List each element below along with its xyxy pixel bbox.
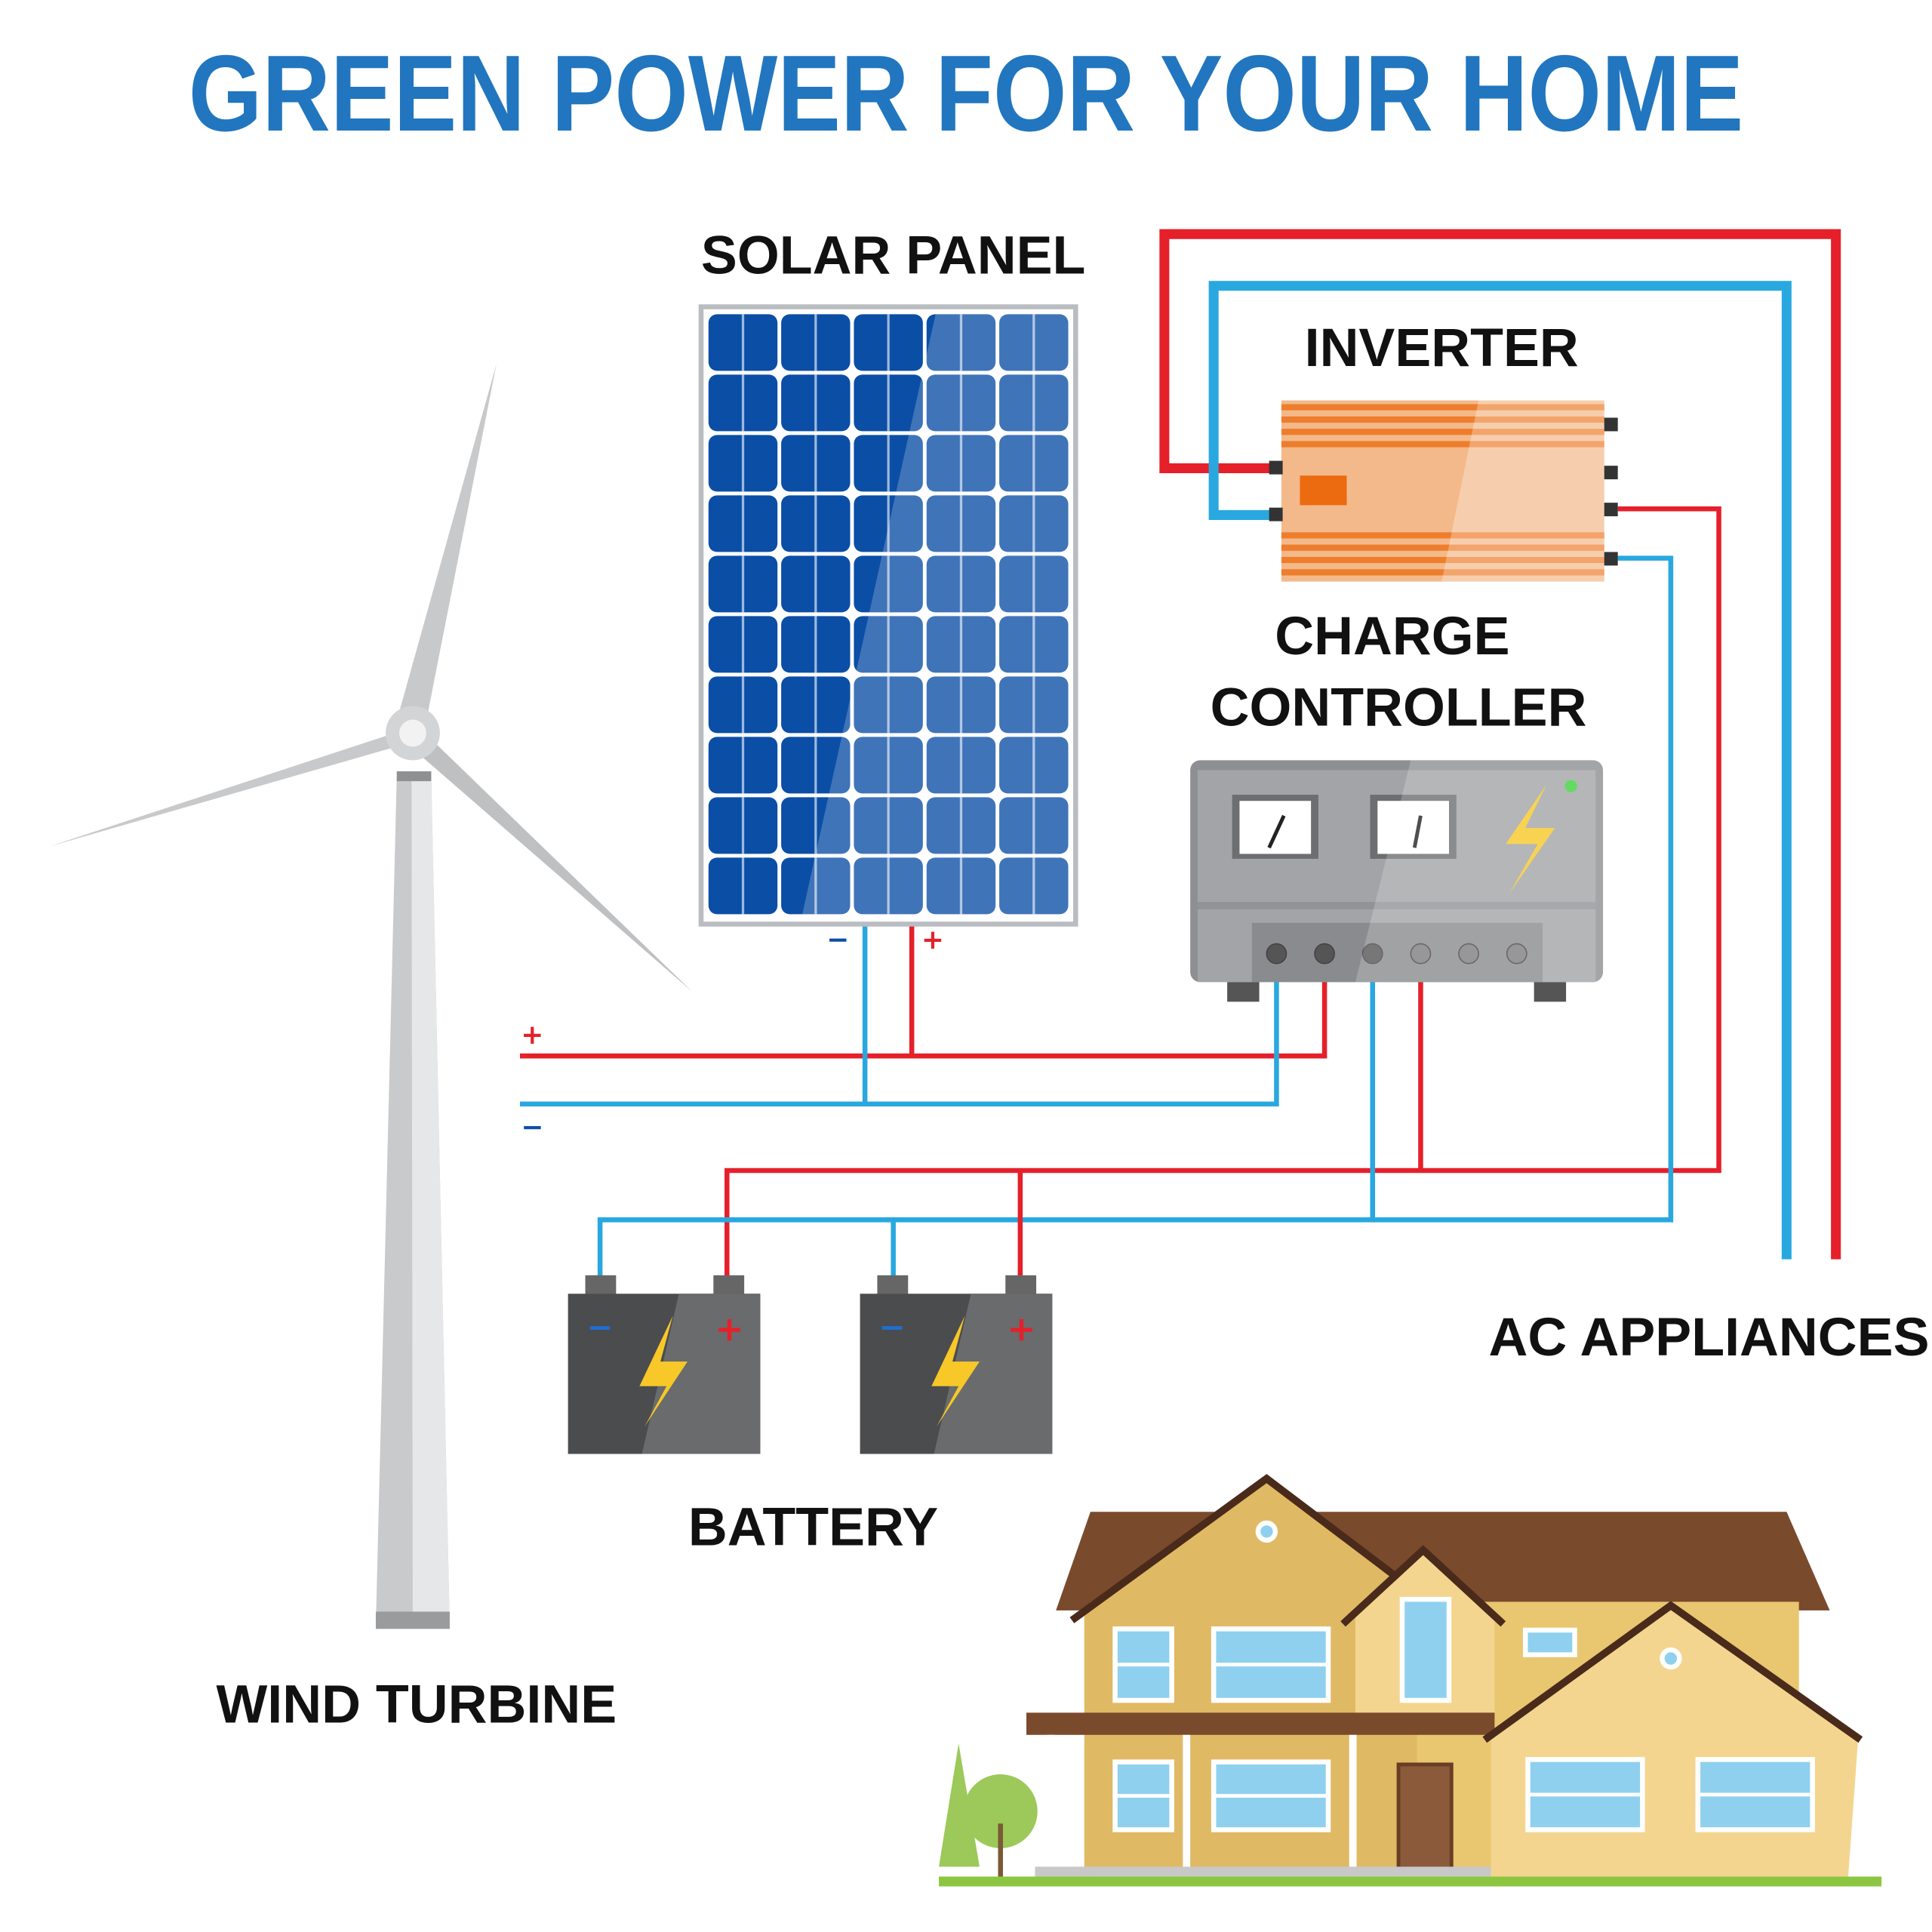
- ac-appliances-label: AC APPLIANCES: [1488, 1307, 1929, 1367]
- inverter-terminal: [1604, 503, 1618, 517]
- status-led: [1564, 780, 1577, 792]
- wind-turbine-label: WIND TURBINE: [216, 1674, 617, 1734]
- inverter-terminal: [1604, 417, 1618, 432]
- battery-label: BATTERY: [688, 1497, 938, 1557]
- generation-positive-bus: [519, 961, 1327, 1059]
- tree: [939, 1743, 980, 1867]
- house: [939, 1474, 1882, 1887]
- ac-negative-wire: [1208, 281, 1792, 1260]
- solar-panel-label: SOLAR PANEL: [701, 225, 1085, 285]
- inverter-vent: [1281, 556, 1604, 564]
- inverter-vent: [1281, 441, 1604, 448]
- terminal-knob: [1314, 943, 1335, 964]
- dc-wires: [519, 506, 1721, 1279]
- terminal-knob: [1361, 943, 1383, 964]
- charge-controller-label-line2: CONTROLLER: [1211, 678, 1587, 738]
- turbine-blade: [396, 363, 497, 728]
- gauge: [1232, 795, 1318, 859]
- generation-negative-bus: [519, 961, 1279, 1107]
- inverter-vent: [1281, 544, 1604, 551]
- solar-cells: [708, 314, 1069, 915]
- bus-plus-sign: +: [521, 1020, 543, 1051]
- bus-minus-sign: −: [521, 1112, 543, 1143]
- inverter-vent: [1281, 416, 1604, 423]
- solar-panel: [698, 304, 1078, 927]
- terminal-knob: [1458, 943, 1479, 964]
- inverter-label: INVERTER: [1305, 318, 1579, 378]
- terminal-knob: [1266, 943, 1287, 964]
- lightning-bolt-icon: [931, 1315, 980, 1427]
- inverter-vent: [1281, 429, 1604, 435]
- inverter-terminal: [1269, 460, 1283, 475]
- window: [1399, 1596, 1452, 1703]
- inverter-terminal: [1604, 466, 1618, 480]
- lightning-bolt-icon: [1506, 785, 1555, 894]
- solar-plus-sign: +: [921, 924, 944, 955]
- ac-wires: [1159, 229, 1841, 1260]
- terminal-knob: [1506, 943, 1527, 964]
- inverter-vent: [1281, 569, 1604, 576]
- page-title: GREEN POWER FOR YOUR HOME: [189, 33, 1743, 154]
- terminal-knob: [1410, 943, 1432, 964]
- battery-plus-sign: +: [715, 1309, 743, 1349]
- battery-minus-sign: −: [878, 1309, 906, 1346]
- gauge: [1370, 795, 1457, 859]
- battery-minus-sign: −: [586, 1309, 614, 1346]
- inverter: [1269, 400, 1618, 582]
- inverter-battery-positive-wire: [724, 506, 1721, 1279]
- inverter-vent: [1281, 532, 1604, 539]
- tree: [963, 1774, 1038, 1848]
- inverter-terminal: [1604, 552, 1618, 566]
- battery-plus-sign: +: [1007, 1309, 1035, 1349]
- battery: −+: [568, 1275, 761, 1454]
- inverter-vent: [1281, 404, 1604, 411]
- battery: −+: [860, 1275, 1053, 1454]
- ac-positive-wire: [1159, 229, 1841, 1260]
- charge-controller: [1190, 760, 1604, 1002]
- lightning-bolt-icon: [639, 1315, 688, 1427]
- panel-glare: [801, 310, 1072, 921]
- inverter-battery-negative-wire: [597, 555, 1674, 1279]
- inverter-terminal: [1269, 507, 1283, 521]
- front-door[interactable]: [1396, 1762, 1454, 1872]
- charge-controller-label-line1: CHARGE: [1275, 606, 1509, 666]
- solar-minus-sign: −: [826, 924, 849, 955]
- turbine-blade: [419, 737, 693, 992]
- wind-turbine: [49, 363, 693, 1629]
- inverter-display: [1300, 475, 1347, 506]
- turbine-blade: [49, 733, 401, 847]
